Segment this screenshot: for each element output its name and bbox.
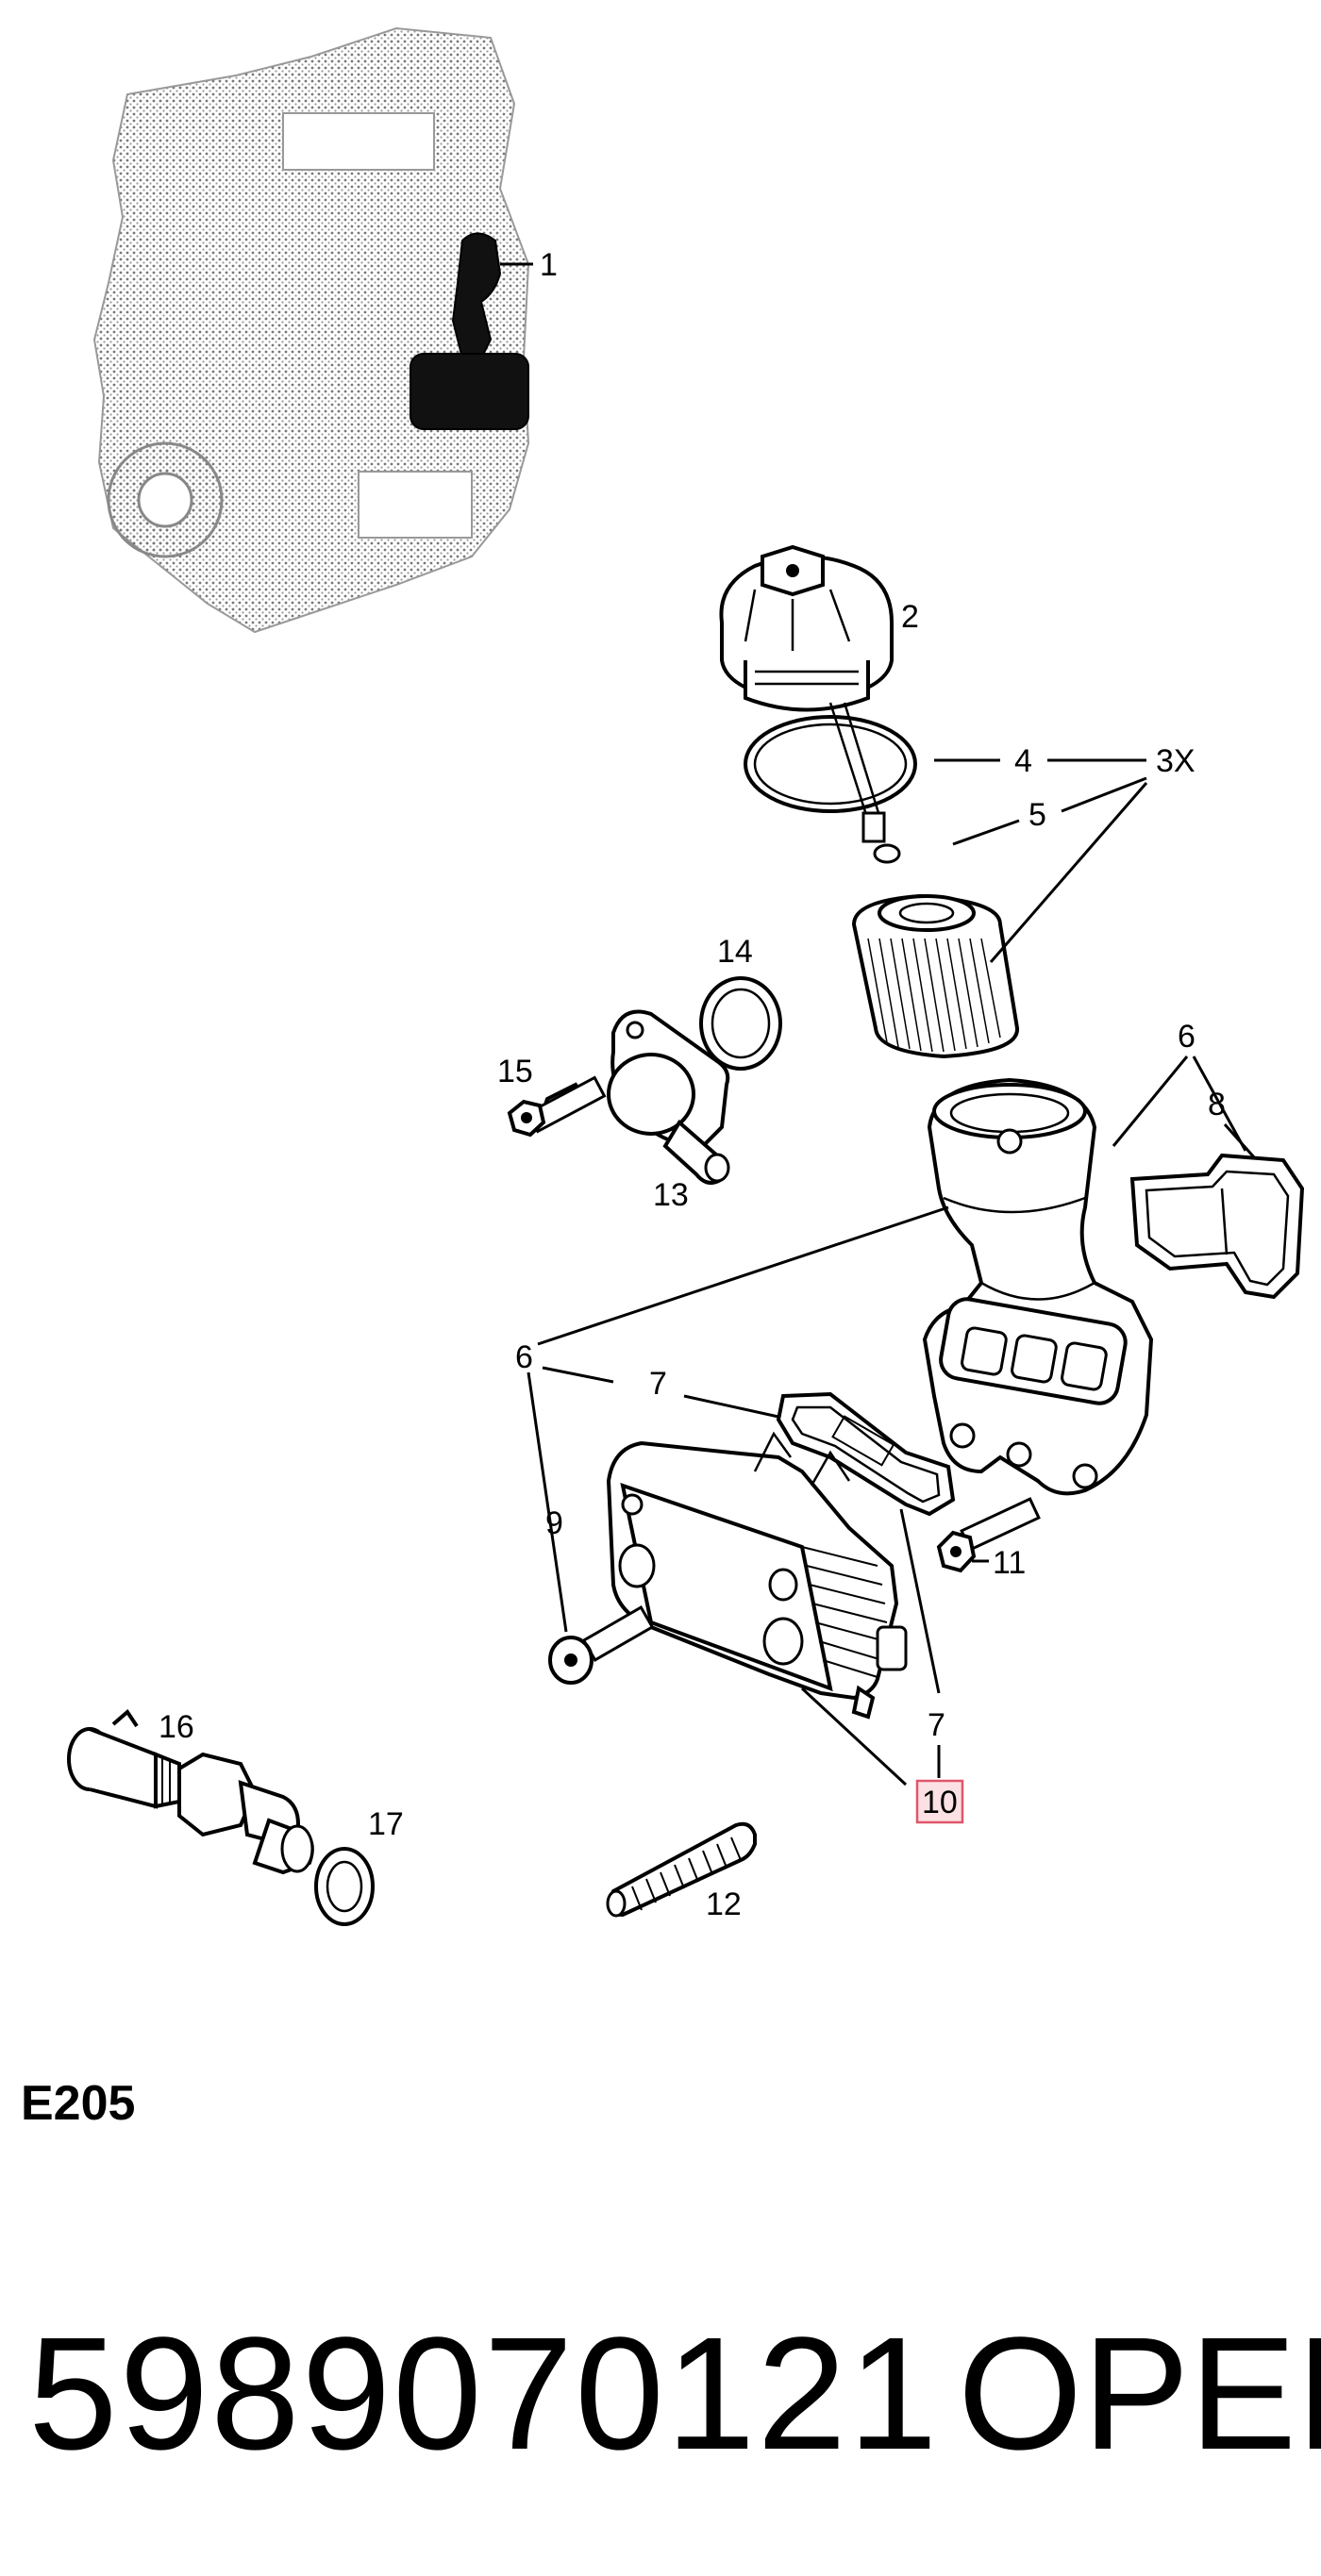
svg-text:17: 17 [368, 1806, 404, 1842]
washer-part [314, 1847, 375, 1926]
svg-text:12: 12 [706, 1886, 742, 1922]
callout-9: 9 [545, 1505, 563, 1541]
cooler-gasket-part [776, 1391, 956, 1517]
callout-17: 17 [368, 1806, 404, 1842]
svg-text:6: 6 [1178, 1019, 1196, 1055]
svg-text:1: 1 [540, 247, 558, 283]
svg-text:9: 9 [545, 1505, 563, 1541]
housing-gasket-part [1129, 1153, 1305, 1300]
svg-text:14: 14 [717, 934, 753, 970]
diagram-code: E205 [21, 2076, 136, 2131]
engine-locator-illustration [92, 26, 530, 634]
gasket-ring-part [699, 976, 782, 1071]
callout-1: 1 [500, 247, 558, 283]
callout-7-top: 7 [649, 1366, 779, 1419]
filter-cap-part [719, 544, 894, 712]
callout-13: 13 [653, 1177, 689, 1213]
bolt-9-part [548, 1605, 655, 1685]
callout-5: 5 [952, 776, 1147, 846]
callout-11: 11 [972, 1545, 1026, 1581]
callout-14: 14 [717, 934, 753, 970]
svg-text:4: 4 [1014, 743, 1032, 779]
filter-housing-part [922, 1077, 1154, 1496]
o-ring-part [744, 702, 917, 843]
bolt-11-part [936, 1497, 1041, 1573]
callout-12: 12 [706, 1886, 742, 1922]
svg-text:8: 8 [1208, 1087, 1226, 1122]
callout-16: 16 [159, 1709, 194, 1745]
svg-text:6: 6 [515, 1339, 533, 1375]
svg-text:7: 7 [649, 1366, 667, 1402]
stud-part [606, 1821, 757, 1918]
oil-cooler-part [606, 1431, 908, 1720]
bolt-15-part [507, 1075, 607, 1138]
svg-text:2: 2 [901, 599, 919, 635]
svg-text:5: 5 [1028, 797, 1046, 833]
svg-text:13: 13 [653, 1177, 689, 1213]
callout-2: 2 [901, 599, 919, 635]
brand-name: OPEL [958, 2304, 1321, 2484]
highlight-box [915, 1779, 964, 1824]
filter-element-part [851, 893, 1019, 1059]
callout-3x: 3X [989, 743, 1196, 963]
svg-text:15: 15 [497, 1054, 533, 1089]
callout-15: 15 [497, 1054, 533, 1089]
callout-4: 4 [934, 743, 1146, 779]
callout-8: 8 [1208, 1087, 1257, 1159]
svg-text:3X: 3X [1156, 743, 1196, 779]
sensor-part [67, 1709, 314, 1875]
svg-text:7: 7 [928, 1707, 945, 1743]
adapter-housing-part [607, 1009, 730, 1185]
svg-text:16: 16 [159, 1709, 194, 1745]
callout-7-bottom: 7 [899, 1508, 945, 1778]
callout-10: 10 [800, 1687, 964, 1824]
small-seal-part [873, 843, 901, 864]
svg-text:11: 11 [993, 1545, 1026, 1581]
part-number: 5989070121 [28, 2304, 940, 2484]
callout-6-left: 6 [515, 1205, 949, 1633]
svg-text:10: 10 [922, 1785, 958, 1820]
callout-6-top: 6 [1112, 1019, 1247, 1152]
